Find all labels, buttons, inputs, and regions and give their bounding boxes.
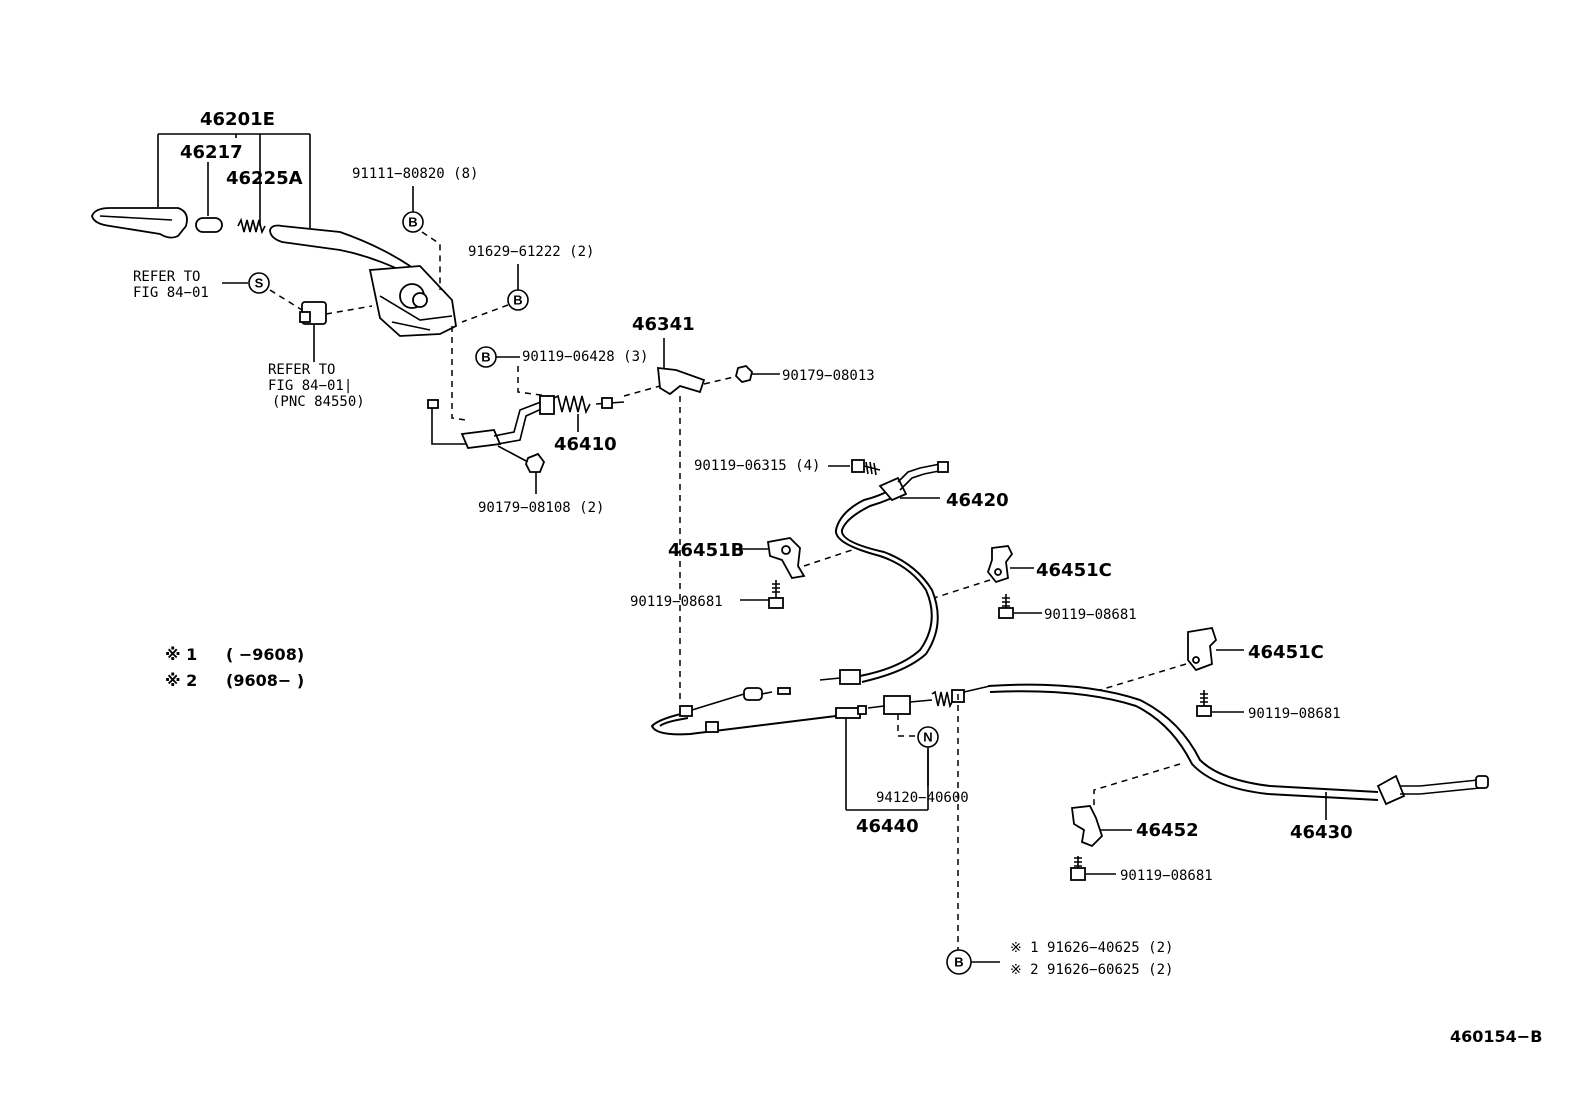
b-note-2: ※ 2 91626−60625 (2) xyxy=(1010,962,1173,978)
bracket-part-46341 xyxy=(656,366,706,396)
clamp-part-46452 xyxy=(1070,805,1104,848)
label-90179-08108: 90179−08108 (2) xyxy=(478,500,604,516)
refer-1-line-1: REFER TO xyxy=(133,269,200,285)
bolt-90119-08681-a xyxy=(768,580,784,609)
label-94120-40600: 94120−40600 xyxy=(876,790,969,806)
release-button-part xyxy=(195,217,223,233)
label-91629-61222: 91629−61222 (2) xyxy=(468,244,594,260)
clamp-part-46451B xyxy=(766,537,806,579)
refer-2-line-2: FIG 84−01| xyxy=(268,378,352,394)
brake-switch-part xyxy=(299,301,327,325)
nut-90179-08013 xyxy=(735,365,753,383)
note-2-range: (9608− ) xyxy=(226,671,304,690)
cable-part-46420 xyxy=(777,461,949,695)
lever-grip-part xyxy=(91,207,188,239)
label-90119-08681-a: 90119−08681 xyxy=(630,594,723,610)
marker-b-circle-1 xyxy=(402,211,424,233)
label-46451B: 46451B xyxy=(668,540,744,561)
label-90119-06428: 90119−06428 (3) xyxy=(522,349,648,365)
label-90179-08013: 90179−08013 xyxy=(782,368,875,384)
bolt-90119-08681-b xyxy=(998,594,1014,619)
clamp-part-46451C-lower xyxy=(1187,626,1218,672)
label-46201E: 46201E xyxy=(200,109,275,130)
bolt-90119-08681-c xyxy=(1196,690,1212,717)
note-1-range: ( −9608) xyxy=(226,645,304,664)
marker-b-circle-2 xyxy=(507,289,529,311)
parking-brake-lever-part xyxy=(269,224,457,337)
cable-part-46440 xyxy=(650,687,867,736)
group-46201E-leaders xyxy=(157,133,311,228)
note-1-mark: ※ 1 xyxy=(165,645,197,664)
b-note-1: ※ 1 91626−40625 (2) xyxy=(1010,940,1173,956)
bolt-90119-06315 xyxy=(851,459,881,476)
marker-b-text-2: B xyxy=(513,293,522,308)
label-90119-06315: 90119−06315 (4) xyxy=(694,458,820,474)
adjuster-part xyxy=(867,685,991,715)
label-46420: 46420 xyxy=(946,490,1009,511)
label-46341: 46341 xyxy=(632,314,695,335)
marker-b-text-1: B xyxy=(408,215,417,230)
label-46452: 46452 xyxy=(1136,820,1199,841)
equalizer-rod-part-46410 xyxy=(427,394,625,449)
marker-s-text: S xyxy=(255,276,264,291)
label-90119-08681-d: 90119−08681 xyxy=(1120,868,1213,884)
label-91111-80820: 91111−80820 (8) xyxy=(352,166,478,182)
label-46225A: 46225A xyxy=(226,168,303,189)
label-90119-08681-b: 90119−08681 xyxy=(1044,607,1137,623)
label-46440: 46440 xyxy=(856,816,919,837)
bolt-90119-08681-d xyxy=(1070,856,1086,881)
label-46217: 46217 xyxy=(180,142,243,163)
note-2-mark: ※ 2 xyxy=(165,671,197,690)
marker-s-circle xyxy=(248,272,270,294)
nut-90179-08108 xyxy=(525,452,546,473)
marker-b-text-3: B xyxy=(481,350,490,365)
label-90119-08681-c: 90119−08681 xyxy=(1248,706,1341,722)
refer-2-line-1: REFER TO xyxy=(268,362,335,378)
marker-b-text-4: B xyxy=(954,955,963,970)
label-46430: 46430 xyxy=(1290,822,1353,843)
refer-2-line-3: (PNC 84550) xyxy=(272,394,365,410)
cable-part-46430 xyxy=(987,683,1489,806)
refer-1-line-2: FIG 84−01 xyxy=(133,285,209,301)
drawing-code: 460154−B xyxy=(1450,1027,1542,1046)
spring-part xyxy=(237,217,266,235)
marker-n-text: N xyxy=(923,730,932,745)
clamp-part-46451C-upper xyxy=(986,545,1014,584)
label-46410: 46410 xyxy=(554,434,617,455)
label-46451C-a: 46451C xyxy=(1036,560,1112,581)
label-46451C-b: 46451C xyxy=(1248,642,1324,663)
